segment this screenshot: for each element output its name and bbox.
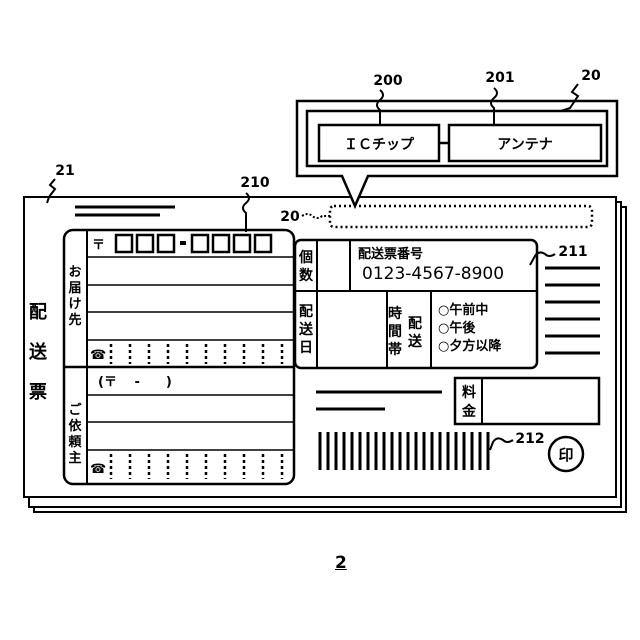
fee-label-char: 料 [462,384,476,401]
fee-label-char: 金 [461,403,477,420]
slip-title-char: 票 [29,382,47,403]
time-option: ○午後 [438,320,476,336]
time-label-char: 時 [388,305,402,322]
ref-slip: 21 [55,163,74,179]
time-label-char: 帯 [388,341,402,358]
sender-label-char: 主 [68,450,81,466]
recipient-label-char: け [68,297,81,312]
postal-mark: 〒 [92,238,105,253]
slip-number: 0123-4567-8900 [362,264,504,284]
phone-icon: ☎ [90,348,106,363]
figure-number: 2 [335,553,347,573]
recipient-label-char: お [68,265,81,280]
postal-code-boxes [116,235,271,252]
stamp-label: 印 [558,446,573,464]
time-option: ○夕方以降 [438,338,502,354]
recipient-label-char: 届 [68,281,81,296]
time-label-char: 間 [388,324,402,340]
ic-tag-on-slip [330,206,592,227]
ref-address-area: 210 [240,175,269,191]
ref-slip-number: 211 [558,244,587,260]
sender-postal: (〒 - ) [98,375,172,390]
antenna-label: アンテナ [497,137,552,153]
date-label-char: 送 [298,321,314,338]
ref-barcode: 212 [515,431,544,447]
sender-label-char: 依 [68,418,82,434]
ref-ic-chip: 200 [373,73,402,89]
date-label-char: 配 [299,304,313,320]
fee-box [455,378,599,424]
count-label-char: 個 [298,249,313,266]
sender-label-char: 頼 [67,434,82,450]
ref-tag: 20 [581,68,601,84]
ic-chip-label: ＩＣチップ [344,137,415,153]
slip-title-char: 送 [28,341,48,363]
sender-label-char: ご [68,402,82,418]
delivery-label-char: 配 [408,316,422,332]
delivery-label-char: 送 [407,333,423,350]
recipient-label-char: 先 [68,312,81,328]
count-label-char: 数 [299,267,314,284]
time-option: ○午前中 [438,302,488,318]
phone-icon: ☎ [90,462,106,477]
slip-title-char: 配 [29,302,47,323]
ref-tag-on-slip: 20 [280,209,300,225]
ref-antenna: 201 [485,70,514,86]
date-label-char: 日 [299,340,313,356]
postal-hyphen [180,241,186,245]
slip-number-label: 配送票番号 [358,246,423,262]
